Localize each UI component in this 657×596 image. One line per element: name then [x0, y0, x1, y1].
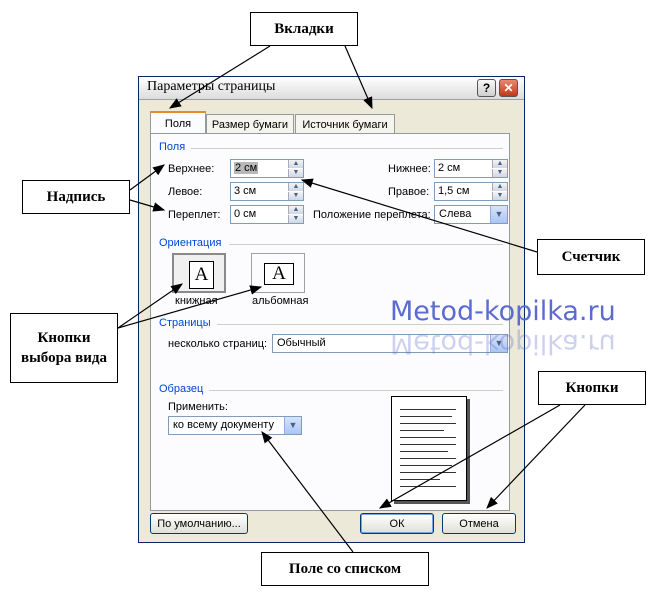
spin-up-icon[interactable]: ▲ — [288, 183, 303, 191]
help-button[interactable]: ? — [477, 79, 496, 97]
right-margin-value: 1,5 см — [438, 185, 470, 197]
spin-up-icon[interactable]: ▲ — [288, 160, 303, 168]
watermark: Metod-kopilka.ru — [390, 296, 616, 327]
group-divider — [191, 148, 503, 149]
gutter-position-select[interactable]: Слева ▼ — [434, 205, 508, 224]
arrow-label-2 — [129, 199, 166, 212]
page-preview — [391, 396, 467, 501]
spin-up-icon[interactable]: ▲ — [492, 160, 507, 168]
page-setup-dialog: Параметры страницы ? ✕ Поля Размер бумаг… — [138, 76, 525, 543]
multiple-pages-value: Обычный — [277, 337, 326, 349]
group-divider — [209, 390, 503, 391]
right-margin-label: Правое: — [388, 186, 430, 198]
bottom-margin-label: Нижнее: — [388, 163, 431, 175]
callout-counter: Счетчик — [537, 239, 645, 275]
default-button[interactable]: По умолчанию... — [150, 513, 248, 534]
title-bar: Параметры страницы ? ✕ — [139, 77, 524, 100]
arrow-view-1 — [117, 283, 183, 329]
bottom-margin-spinner[interactable]: 2 см ▲ ▼ — [434, 159, 508, 178]
group-sample-title: Образец — [159, 383, 204, 395]
group-divider — [217, 324, 503, 325]
arrow-counter — [300, 178, 538, 253]
tab-margins[interactable]: Поля — [150, 111, 206, 134]
arrow-buttons-1 — [378, 404, 561, 509]
portrait-page-icon: A — [189, 261, 214, 289]
left-margin-value: 3 см — [234, 185, 257, 197]
callout-view-buttons: Кнопки выбора вида — [10, 313, 118, 383]
chevron-down-icon[interactable]: ▼ — [490, 335, 507, 352]
ok-button[interactable]: ОК — [360, 513, 434, 534]
top-margin-value: 2 см — [234, 162, 259, 174]
arrow-buttons-2 — [486, 404, 586, 509]
group-pages-title: Страницы — [159, 317, 211, 329]
gutter-spinner[interactable]: 0 см ▲ ▼ — [230, 205, 304, 224]
chevron-down-icon[interactable]: ▼ — [284, 417, 301, 434]
bottom-margin-value: 2 см — [438, 162, 461, 174]
portrait-label: книжная — [175, 295, 218, 307]
gutter-position-value: Слева — [439, 208, 472, 220]
tab-panel: Поля Верхнее: 2 см ▲ ▼ Нижнее: 2 см ▲ ▼ … — [150, 133, 510, 511]
landscape-page-icon: A — [264, 263, 294, 285]
arrow-tabs-1 — [168, 45, 271, 109]
left-margin-label: Левое: — [168, 186, 203, 198]
arrow-tabs-2 — [344, 45, 373, 110]
spin-down-icon[interactable]: ▼ — [288, 169, 303, 177]
right-margin-spinner[interactable]: 1,5 см ▲ ▼ — [434, 182, 508, 201]
callout-tabs: Вкладки — [250, 12, 358, 46]
gutter-position-label: Положение переплета: — [313, 209, 431, 221]
arrow-view-2 — [117, 285, 263, 329]
top-margin-spinner[interactable]: 2 см ▲ ▼ — [230, 159, 304, 178]
arrow-label-1 — [129, 164, 165, 191]
landscape-label: альбомная — [252, 295, 309, 307]
apply-label: Применить: — [168, 401, 228, 413]
callout-label: Надпись — [22, 180, 130, 214]
arrow-combo — [261, 431, 354, 553]
apply-to-select[interactable]: ко всему документу ▼ — [168, 416, 302, 435]
tab-paper-source[interactable]: Источник бумаги — [295, 114, 395, 134]
callout-buttons: Кнопки — [538, 371, 646, 405]
spin-up-icon[interactable]: ▲ — [288, 206, 303, 214]
callout-combo: Поле со списком — [261, 552, 429, 586]
multiple-pages-label: несколько страниц: — [168, 338, 268, 350]
tab-paper-size[interactable]: Размер бумаги — [206, 114, 294, 134]
apply-to-value: ко всему документу — [173, 419, 274, 431]
spin-down-icon[interactable]: ▼ — [492, 192, 507, 200]
spin-down-icon[interactable]: ▼ — [492, 169, 507, 177]
cancel-button[interactable]: Отмена — [442, 513, 516, 534]
top-margin-label: Верхнее: — [168, 163, 215, 175]
gutter-value: 0 см — [234, 208, 257, 220]
spin-up-icon[interactable]: ▲ — [492, 183, 507, 191]
dialog-title: Параметры страницы — [147, 79, 276, 94]
group-margins-title: Поля — [159, 141, 186, 153]
spin-down-icon[interactable]: ▼ — [288, 192, 303, 200]
spin-down-icon[interactable]: ▼ — [288, 215, 303, 223]
multiple-pages-select[interactable]: Обычный ▼ — [272, 334, 508, 353]
left-margin-spinner[interactable]: 3 см ▲ ▼ — [230, 182, 304, 201]
gutter-label: Переплет: — [168, 209, 221, 221]
chevron-down-icon[interactable]: ▼ — [490, 206, 507, 223]
close-button[interactable]: ✕ — [499, 79, 518, 97]
group-orientation-title: Ориентация — [159, 237, 222, 249]
group-divider — [229, 244, 503, 245]
